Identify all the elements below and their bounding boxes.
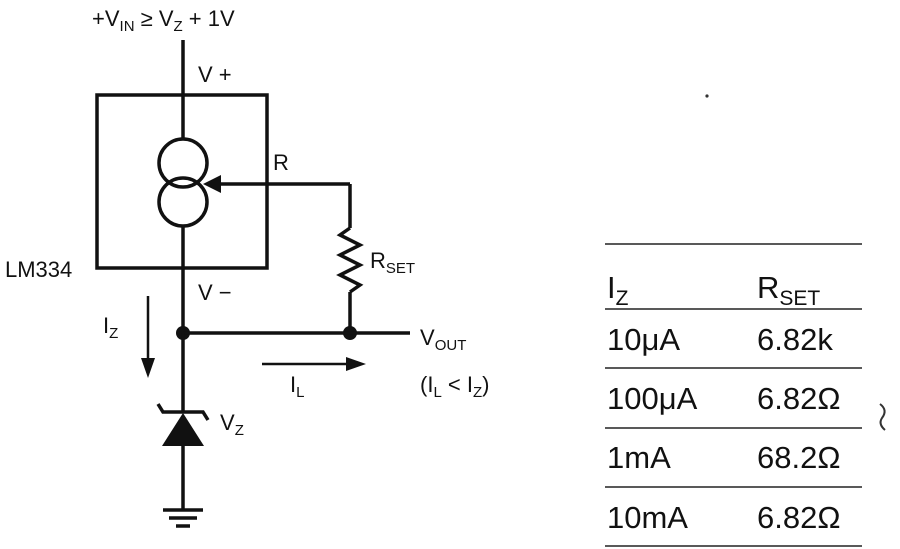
vout-label: VOUT	[420, 325, 466, 354]
iz-arrowhead	[141, 358, 155, 378]
table-cell-iz-3: 1mA	[607, 440, 671, 475]
table-cell-rset-4: 6.82Ω	[757, 500, 841, 535]
scan-mark	[879, 403, 886, 431]
scan-speck	[705, 94, 709, 98]
current-source-lower-circle	[157, 176, 209, 228]
il-arrowhead	[346, 357, 366, 371]
table-cell-iz-4: 10mA	[607, 500, 688, 535]
table-header-rset: RSET	[757, 270, 820, 310]
pin-vplus-label: V +	[198, 62, 232, 87]
rset-label: RSET	[370, 248, 415, 277]
table-cell-iz-2: 100μA	[607, 381, 698, 416]
pin-r-label: R	[273, 150, 289, 175]
device-label: LM334	[5, 257, 72, 282]
table-cell-iz-1: 10μA	[607, 322, 680, 357]
current-source-upper-circle	[157, 137, 209, 189]
rset-table: IZ RSET 10μA 6.82k 100μA 6.82Ω 1mA 68.2Ω…	[605, 243, 862, 547]
table-cell-rset-1: 6.82k	[757, 322, 833, 357]
pin-vminus-label: V −	[198, 280, 232, 305]
table-cell-rset-3: 68.2Ω	[757, 440, 841, 475]
table-cell-rset-2: 6.82Ω	[757, 381, 841, 416]
zener-cathode-bar	[156, 403, 210, 421]
r-pin-arrowhead	[203, 175, 221, 193]
vz-label: VZ	[220, 410, 244, 439]
table-header-iz: IZ	[607, 270, 629, 310]
zener-diode-body	[162, 413, 204, 446]
iz-label: IZ	[103, 313, 118, 342]
rset-resistor	[336, 226, 364, 294]
supply-label: +VIN ≥ VZ + 1V	[92, 6, 235, 35]
current-condition-label: (IL < IZ)	[420, 372, 489, 401]
il-label: IL	[290, 372, 304, 401]
